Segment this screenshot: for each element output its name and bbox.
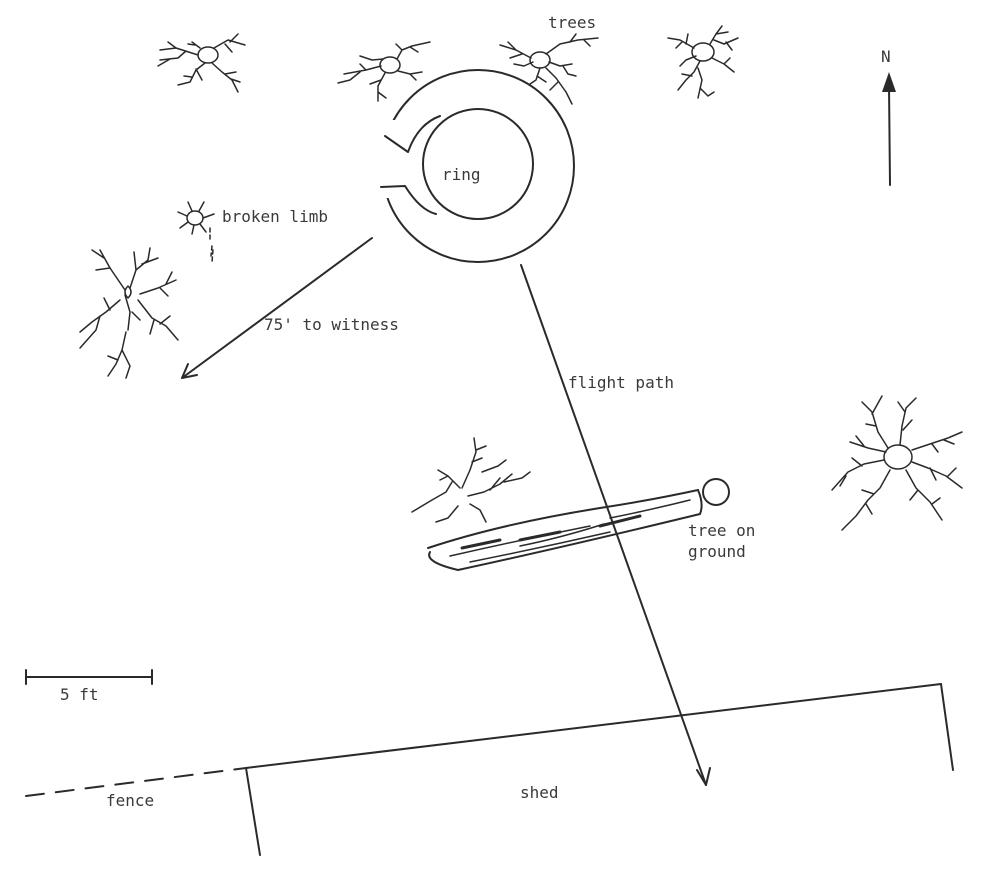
shed-outline <box>245 683 954 856</box>
north-arrow-icon <box>882 72 896 186</box>
fallen-tree-icon <box>411 437 730 571</box>
trees-label: trees <box>548 13 596 32</box>
broken-limb-icon <box>177 201 215 263</box>
tree-right-icon <box>831 395 963 531</box>
flight-path-arrow <box>520 264 711 786</box>
ring-label: ring <box>442 165 481 184</box>
tree-top-2-icon <box>337 41 431 102</box>
tree-left-icon <box>79 247 179 379</box>
north-label: N <box>881 47 891 66</box>
fence-line <box>25 767 247 797</box>
tree-top-4-icon <box>667 25 739 99</box>
tree-top-1-icon <box>157 33 246 93</box>
flight-path-label: flight path <box>568 373 674 392</box>
ring-mark <box>370 69 575 263</box>
scale-label: 5 ft <box>60 685 99 704</box>
witness-distance-label: 75' to witness <box>264 315 399 334</box>
witness-direction-arrow <box>181 237 373 379</box>
tree-on-ground-label-line1: tree on <box>688 521 755 540</box>
scale-bar <box>25 669 153 685</box>
tree-on-ground-label-line2: ground <box>688 542 746 561</box>
fence-label: fence <box>106 791 154 810</box>
shed-label: shed <box>520 783 559 802</box>
tree-top-3-icon <box>499 33 599 105</box>
broken-limb-label: broken limb <box>222 207 328 226</box>
